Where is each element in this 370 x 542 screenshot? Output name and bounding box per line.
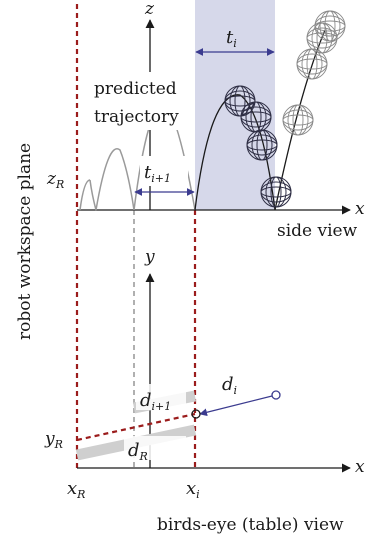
ball-dark-2 <box>240 101 272 133</box>
x-i-label: xi <box>186 478 200 501</box>
y-R-label: yR <box>44 429 63 451</box>
t-i1-label: ti+1 <box>144 162 171 185</box>
ball-position-point <box>271 390 281 400</box>
dark-balls <box>224 85 292 208</box>
d-R-label: dR <box>128 440 148 463</box>
birds-eye-view-label: birds-eye (table) view <box>157 515 344 535</box>
workspace-plane-label: robot workspace plane <box>15 143 35 340</box>
observed-trajectory-arc <box>194 94 276 211</box>
side-view-label: side view <box>277 221 358 241</box>
predicted-label-line1: predicted <box>94 79 177 99</box>
x-R-label: xR <box>67 478 85 501</box>
y-axis-label: y <box>144 247 155 267</box>
z-axis-label: z <box>144 0 155 19</box>
ball-dark-3 <box>246 129 278 161</box>
d-i1-label: di+1 <box>140 390 171 413</box>
x-axis-bottom-label: x <box>355 457 365 477</box>
z-R-label: zR <box>46 169 64 191</box>
intersection-point <box>191 409 201 419</box>
ball-light-1 <box>282 104 314 136</box>
ball-dark-4 <box>260 176 292 208</box>
t-i-label: ti <box>226 27 237 50</box>
x-axis-top-label: x <box>355 199 365 219</box>
ball-light-4 <box>314 10 346 42</box>
d-i-label: di <box>222 374 237 397</box>
light-balls <box>282 10 346 136</box>
ball-dark-1 <box>224 85 256 117</box>
predicted-label-line2: trajectory <box>94 107 179 127</box>
d-R-label-bg <box>124 436 186 460</box>
t-i1-label-bg <box>140 156 188 186</box>
y-R-dashed-line <box>76 412 196 442</box>
d-i1-label-bg <box>136 384 186 410</box>
predicted-trajectory-box <box>88 72 186 130</box>
d-i-arrow <box>199 394 277 417</box>
